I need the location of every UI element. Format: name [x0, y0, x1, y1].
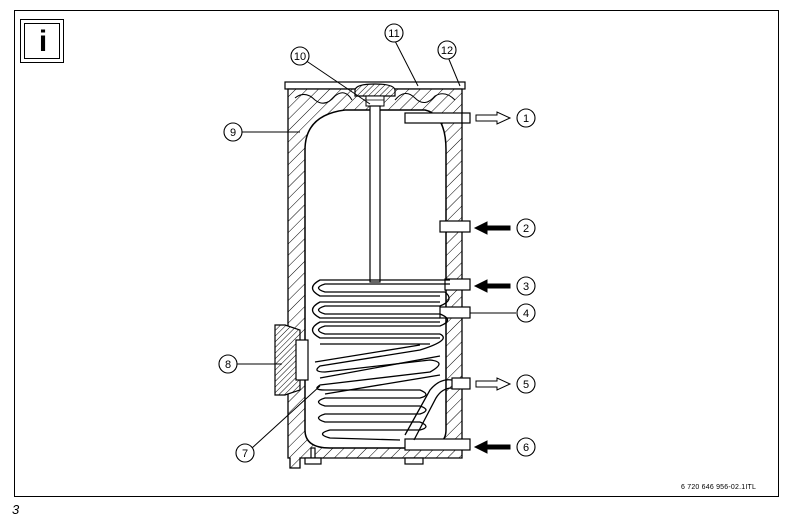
drain-valve — [304, 447, 322, 465]
callout-1: 1 — [516, 108, 536, 128]
return-connection — [451, 377, 471, 390]
figure-frame — [14, 10, 779, 497]
callout-11: 11 — [384, 23, 404, 43]
svg-text:11: 11 — [388, 28, 399, 40]
hot-water-outlet-pipe — [404, 112, 463, 124]
callout-9: 9 — [223, 122, 243, 142]
callout-3: 3 — [516, 276, 536, 296]
drawing-code: 6 720 646 956-02.1ITL — [681, 484, 757, 491]
svg-text:12: 12 — [441, 45, 453, 57]
heat-exchanger-coil — [311, 279, 453, 441]
info-icon: i — [20, 19, 64, 63]
circulation-connection — [439, 220, 471, 233]
callout-5: 5 — [516, 374, 536, 394]
callout-2: 2 — [516, 218, 536, 238]
arrow-hot-water-out — [475, 111, 512, 125]
svg-text:9: 9 — [230, 127, 236, 139]
top-foam-contour — [294, 92, 456, 104]
info-icon-inner-border: i — [24, 23, 60, 59]
foot — [404, 457, 424, 465]
svg-text:4: 4 — [523, 308, 529, 320]
anode-rod — [369, 105, 381, 283]
callout-6: 6 — [516, 437, 536, 457]
svg-text:8: 8 — [225, 359, 231, 371]
arrow-circulation-in — [473, 221, 511, 235]
svg-text:1: 1 — [523, 113, 529, 125]
svg-text:3: 3 — [523, 281, 529, 293]
callout-8: 8 — [218, 354, 238, 374]
info-icon-letter: i — [38, 25, 48, 58]
svg-text:10: 10 — [294, 51, 306, 63]
hot-water-outlet-stub — [461, 112, 471, 124]
arrow-flow-in — [473, 279, 511, 293]
figure-number: 3 — [12, 502, 20, 517]
svg-text:5: 5 — [523, 379, 529, 391]
inspection-flange — [274, 324, 301, 396]
inspection-flange-cover — [295, 339, 309, 381]
arrow-cold-water-in — [473, 440, 511, 454]
callout-10: 10 — [290, 46, 310, 66]
svg-text:6: 6 — [523, 442, 529, 454]
arrow-return-out — [475, 377, 512, 391]
svg-text:2: 2 — [523, 223, 529, 235]
cold-water-inlet-pipe — [404, 438, 471, 451]
callout-7: 7 — [235, 443, 255, 463]
svg-text:7: 7 — [242, 448, 248, 460]
callout-12: 12 — [437, 40, 457, 60]
anode-nut — [365, 95, 385, 107]
leader-lines — [237, 40, 516, 449]
callout-4: 4 — [516, 303, 536, 323]
anode-cap — [354, 83, 396, 97]
